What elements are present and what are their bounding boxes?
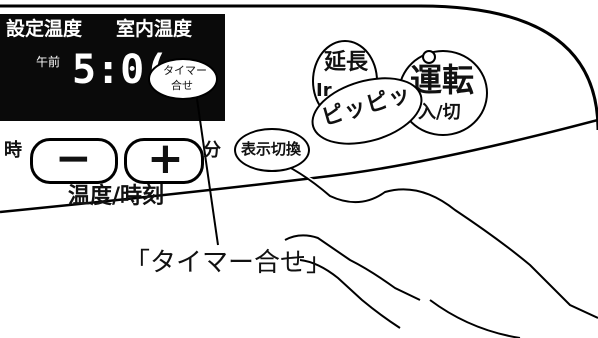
- extend-label: 延長: [324, 50, 369, 75]
- plus-icon: +: [147, 133, 184, 184]
- timer-set-balloon: タイマー 合せ: [148, 58, 218, 100]
- timer-set-callout: 「タイマー合せ」: [124, 248, 333, 278]
- power-label: 運転: [410, 61, 475, 99]
- hour-label: 時: [4, 140, 22, 161]
- minus-icon: −: [55, 133, 92, 184]
- power-indicator-lamp: [422, 50, 436, 64]
- power-sub-label: 入/切: [418, 102, 461, 123]
- am-indicator: 午前: [36, 55, 61, 69]
- display-switch-label: 表示切換: [241, 140, 302, 158]
- set-temperature-label: 設定温度: [6, 18, 83, 40]
- beep-sound-text: ピッピッ: [319, 81, 415, 132]
- display-switch-button[interactable]: 表示切換: [234, 128, 310, 172]
- plus-button[interactable]: +: [124, 133, 204, 184]
- timer-balloon-line2: 合せ: [171, 79, 193, 92]
- timer-balloon-line1: タイマー: [163, 64, 207, 77]
- room-temperature-label: 室内温度: [116, 18, 193, 40]
- minute-label: 分: [203, 140, 221, 161]
- temp-time-label: 温度/時刻: [68, 184, 165, 209]
- minus-button[interactable]: −: [30, 133, 118, 184]
